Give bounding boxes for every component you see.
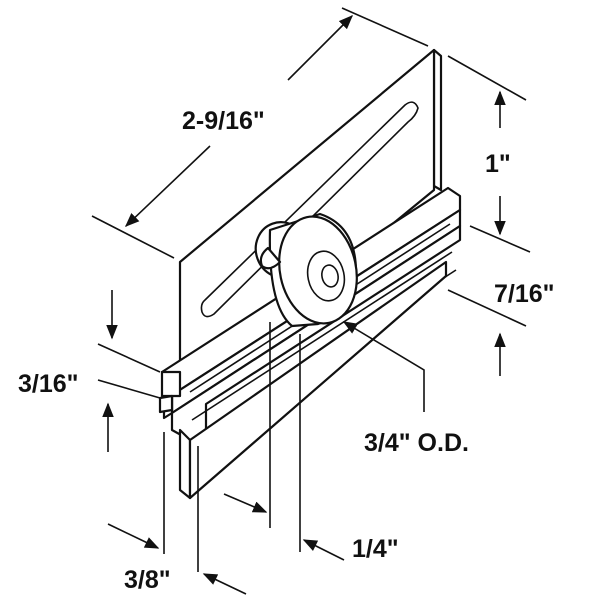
roller-wheel [254,212,358,328]
length-label: 2-9/16" [182,107,265,135]
flange-height-dimension: 7/16" [447,280,555,376]
adjustment-slot [200,101,419,318]
base-depth-dimension: 3/8" [107,432,247,595]
wheel-width-dimension: 1/4" [223,322,399,563]
height-label: 1" [485,150,511,178]
base-depth-label: 3/8" [124,566,171,594]
flange-height-label: 7/16" [494,280,555,308]
wheel-diameter-label: 3/4" O.D. [364,429,469,457]
wheel-diameter-dimension: 3/4" O.D. [342,321,469,457]
length-dimension: 2-9/16" [91,7,429,259]
height-dimension: 1" [447,55,531,253]
tongue-height-dimension: 3/16" [18,290,161,452]
tongue-height-label: 3/16" [18,370,79,398]
wheel-width-label: 1/4" [352,535,399,563]
